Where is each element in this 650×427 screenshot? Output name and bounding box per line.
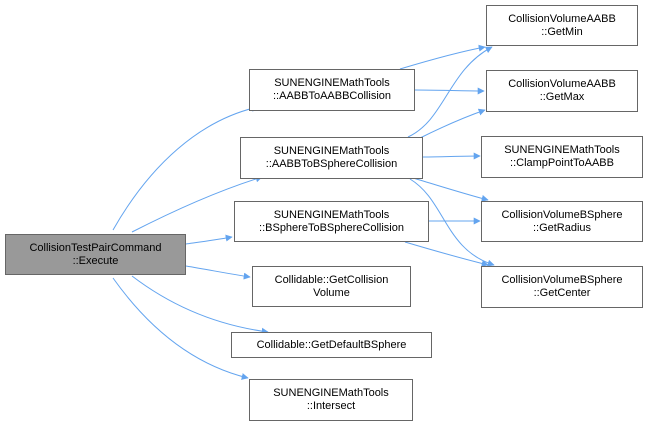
node-aabb-to-aabb-collision[interactable]: SUNENGINEMathTools ::AABBToAABBCollision xyxy=(249,69,415,111)
node-label-line1: Collidable::GetDefaultBSphere xyxy=(256,338,407,351)
node-label-line1: SUNENGINEMathTools xyxy=(273,387,389,399)
edge-aabb-to-bsphere-to-get-radius xyxy=(412,177,489,202)
node-label-line1: Collidable::GetCollision xyxy=(274,273,389,286)
node-label-line2: ::GetMin xyxy=(541,25,583,38)
edge-aabb-to-aabb-to-get-max xyxy=(414,87,485,95)
node-get-default-bsphere[interactable]: Collidable::GetDefaultBSphere xyxy=(231,332,432,358)
edge-execute-to-intersect xyxy=(112,277,249,380)
edge-aabb-to-bsphere-to-get-max xyxy=(417,108,486,140)
node-label-line2: ::ClampPointToAABB xyxy=(510,157,614,169)
node-get-radius[interactable]: CollisionVolumeBSphere ::GetRadius xyxy=(481,201,643,242)
node-label-line2: ::AABBToAABBCollision xyxy=(273,90,391,102)
node-label-line1: CollisionTestPairCommand xyxy=(29,241,162,254)
node-get-min[interactable]: CollisionVolumeAABB ::GetMin xyxy=(486,5,638,46)
node-get-max[interactable]: CollisionVolumeAABB ::GetMax xyxy=(486,70,638,112)
node-label-line1: CollisionVolumeBSphere xyxy=(501,274,623,286)
node-intersect[interactable]: SUNENGINEMathTools ::Intersect xyxy=(249,379,413,421)
node-aabb-to-bsphere-collision[interactable]: SUNENGINEMathTools ::AABBToBSphereCollis… xyxy=(240,137,423,179)
node-label-line2: ::Intersect xyxy=(306,400,356,412)
node-label-line2: ::BSphereToBSphereCollision xyxy=(259,221,404,234)
node-label-line1: CollisionVolumeBSphere xyxy=(501,208,623,221)
edge-aabb-to-aabb-to-get-min xyxy=(399,44,486,70)
edge-aabb-to-bsphere-to-get-min xyxy=(407,46,493,138)
edge-execute-to-aabb-to-bsphere xyxy=(131,175,263,233)
node-label-line1: SUNENGINEMathTools xyxy=(273,145,390,157)
node-label-line1: CollisionVolumeAABB xyxy=(508,78,616,90)
edge-execute-to-get-default-bsphere xyxy=(131,275,269,335)
edge-execute-to-bsphere-to-bsphere xyxy=(185,234,233,245)
node-label-line1: SUNENGINEMathTools xyxy=(504,144,620,156)
node-label-line1: SUNENGINEMathTools xyxy=(274,77,390,89)
node-label-line2: ::GetRadius xyxy=(532,221,592,234)
node-collision-test-pair-command-execute: CollisionTestPairCommand ::Execute xyxy=(5,234,186,275)
node-clamp-point-to-aabb[interactable]: SUNENGINEMathTools ::ClampPointToAABB xyxy=(481,136,643,178)
edge-execute-to-get-collision-volume xyxy=(185,265,251,280)
node-get-center[interactable]: CollisionVolumeBSphere ::GetCenter xyxy=(481,266,643,308)
node-get-collision-volume[interactable]: Collidable::GetCollision Volume xyxy=(252,266,411,307)
node-label-line2: ::GetMax xyxy=(539,91,585,103)
node-bsphere-to-bsphere-collision[interactable]: SUNENGINEMathTools ::BSphereToBSphereCol… xyxy=(234,201,429,242)
edge-execute-to-aabb-to-aabb xyxy=(112,104,259,231)
node-label-line2: Volume xyxy=(313,286,350,299)
node-label-line2: ::AABBToBSphereCollision xyxy=(265,158,398,170)
edge-aabb-to-bsphere-to-get-center xyxy=(409,178,495,267)
edge-aabb-to-bsphere-to-clamp-point xyxy=(422,152,481,160)
node-label-line2: ::GetCenter xyxy=(533,287,591,299)
node-label-line2: ::Execute xyxy=(72,254,119,267)
edge-bsphere-to-bsphere-to-get-center xyxy=(404,241,489,267)
node-label-line1: CollisionVolumeAABB xyxy=(508,12,616,25)
node-label-line1: SUNENGINEMathTools xyxy=(273,208,390,221)
